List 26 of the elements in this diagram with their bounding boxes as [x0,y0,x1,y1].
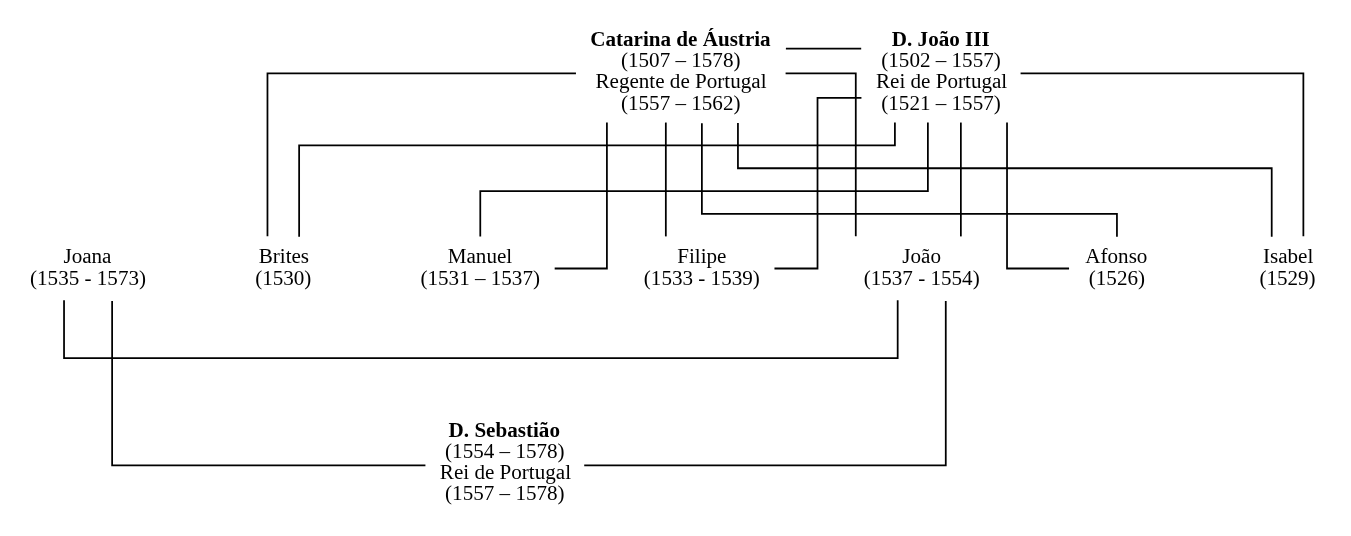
node-text: João (1537 - 1554) [863,243,980,290]
node-text: Manuel (1531 – 1537) [420,243,541,290]
connector [266,71,577,237]
node-text: Afonso (1526) [1085,243,1148,290]
node-text: Joana (1535 - 1573) [30,243,147,290]
node-text: D. Sebastião (1554 – 1578) Rei de Portugal (1557 – 1578) [439,417,572,505]
connector [960,121,962,237]
connector [1019,71,1305,237]
connector [553,121,608,269]
node-text: Brites (1530) [255,243,312,290]
connector [773,96,863,269]
connector [784,71,857,237]
connector [298,121,896,238]
node-text: Filipe (1533 - 1539) [643,243,760,290]
connector [63,299,899,359]
node-text: Catarina de Áustria (1507 – 1578) Regente de Portugal (1557 – 1562) [590,26,771,115]
connector [785,47,863,50]
connector [737,121,1273,238]
connector [111,299,427,466]
connector [583,299,947,466]
connector [701,121,1118,238]
connector [479,121,929,237]
connector [1006,121,1070,269]
node-text: Isabel (1529) [1259,243,1316,290]
connector [664,121,667,237]
node-text: D. João III (1502 – 1557) Rei de Portugal (1521 – 1557) [876,26,1008,115]
